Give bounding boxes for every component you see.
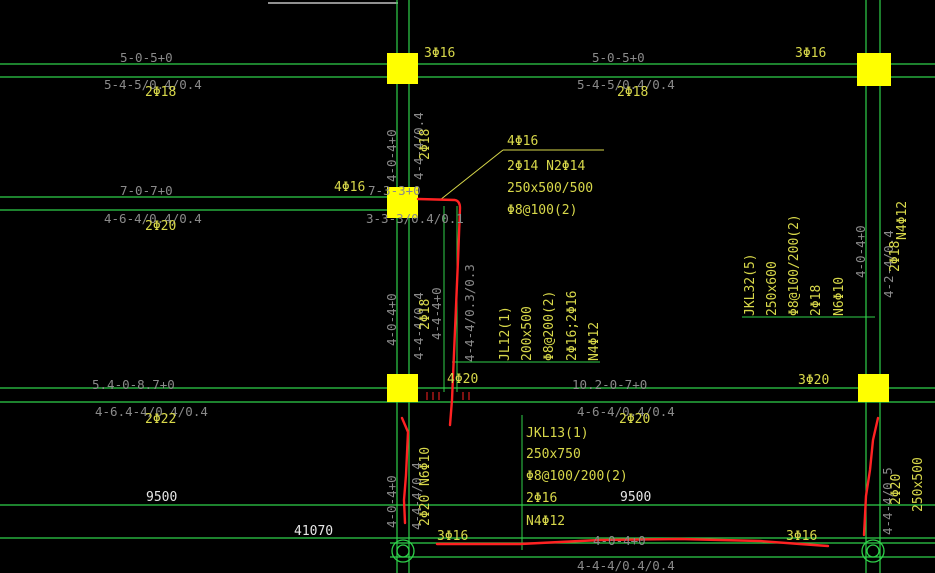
jkl13-line-1: JKL13(1): [526, 426, 589, 441]
jkl13-line-2: 250x750: [526, 447, 581, 462]
beam-mid-left-a: 7-0-7+0: [120, 183, 173, 198]
beam-mid-center-a: 7-3-3+0: [368, 183, 421, 198]
column-low-left[interactable]: [387, 374, 418, 402]
bottom-beam-a: 4-0-4+0: [593, 533, 646, 548]
markup-stroke-4[interactable]: [862, 416, 880, 537]
beam-top-right-a: 5-0-5+0: [592, 50, 645, 65]
beam-mid-left-b: 4-6-4/0.4/0.4: [104, 211, 202, 226]
vert-bottom-right-rebar: 2Φ20: [889, 474, 904, 505]
col-low-right-label: 3Φ20: [798, 373, 829, 388]
beam-low-right-b: 4-6-4/0.4/0.4: [577, 404, 675, 419]
beam-mid-center-b: 3-3-3/0.4/0.1: [366, 211, 464, 226]
vertical-labels: 4-0-4+0 4-4-4/0.4 2Φ18 4-0-4+0 4-4-4/0.4…: [384, 112, 926, 535]
jl12-line-4: 2Φ16;2Φ16: [565, 291, 580, 361]
pile-right-outer: [861, 539, 885, 563]
bottom-beam-b: 4-4-4/0.4/0.4: [577, 558, 675, 573]
beam-top-right-b: 5-4-5/0.4/0.4: [577, 77, 675, 92]
column-top-left[interactable]: [387, 53, 418, 84]
dim-total: 41070: [294, 524, 333, 539]
column-low-right[interactable]: [858, 374, 889, 402]
markup-stroke-3[interactable]: [435, 537, 830, 548]
jkl13-line-3: Φ8@100/200(2): [526, 469, 628, 484]
columns: [387, 53, 891, 402]
vert-lower-a: 4-0-4+0: [384, 293, 399, 346]
vert-upper-b: 4-4-4/0.4: [411, 112, 426, 180]
vert-bottom-left-rebar: 2Φ20: [418, 495, 433, 526]
dim-left: 9500: [146, 490, 177, 505]
jl12-line-3: Φ8@200(2): [542, 291, 557, 361]
vert-upper-a: 4-0-4+0: [384, 129, 399, 182]
red-markup[interactable]: [400, 197, 880, 548]
col-top-left-label: 3Φ16: [424, 46, 455, 61]
vert-upper-rebar: 2Φ18: [418, 129, 433, 160]
beam-mid-col-label: 4Φ16: [334, 180, 365, 195]
jl12-line-5: N4Φ12: [587, 322, 602, 361]
vert-lower-d: 4-4-4/0.3/0.3: [462, 264, 477, 362]
callout-leader: [439, 149, 504, 201]
col-top-right-label: 3Φ16: [795, 46, 826, 61]
beam-low-col-label: 4Φ20: [447, 372, 478, 387]
markup-stroke-1[interactable]: [416, 197, 462, 427]
dim-right: 9500: [620, 490, 651, 505]
jkl13-line-5: N4Φ12: [526, 514, 565, 529]
beam-low-right-a: 10.2-0-7+0: [572, 377, 647, 392]
vert-lower-c: 4-4-4+0: [429, 287, 444, 340]
pile-left-inner: [396, 544, 410, 558]
beam-low-left-a: 5.4-0-8.7+0: [92, 377, 175, 392]
vert-right-rebar: 2Φ18: [888, 241, 903, 272]
beam-mid-left-rebar: 2Φ20: [145, 219, 176, 234]
horizontal-beam-lines: [0, 63, 935, 558]
jkl32-line-2: 250x600: [765, 261, 780, 316]
pile-right-inner: [866, 544, 880, 558]
beam-low-right-rebar: 2Φ20: [619, 412, 650, 427]
jl12-line-2: 200x500: [520, 306, 535, 361]
callout-line-3: 250x500/500: [507, 181, 593, 196]
jl12-line-1: JL12(1): [498, 306, 513, 361]
beam-low-left-rebar: 2Φ22: [145, 412, 176, 427]
jkl32-line-3: Φ8@100/200(2): [787, 214, 802, 316]
beam-top-left-a: 5-0-5+0: [120, 50, 173, 65]
vert-right-extra: N4Φ12: [895, 201, 910, 240]
bottom-left-rebar: 3Φ16: [437, 529, 468, 544]
column-mid-left[interactable]: [387, 187, 418, 218]
vert-bottom-left-extra: N6Φ10: [418, 447, 433, 486]
column-top-right[interactable]: [857, 53, 891, 86]
markup-stroke-2[interactable]: [400, 416, 410, 525]
pile-left-outer: [391, 539, 415, 563]
beam-top-left-rebar: 2Φ18: [145, 85, 176, 100]
vert-bottom-right-size: 250x500: [911, 457, 926, 512]
vert-bottom-left-a: 4-0-4+0: [384, 475, 399, 528]
jkl13-line-4: 2Φ16: [526, 491, 557, 506]
callout-line-4: Φ8@100(2): [507, 203, 577, 218]
callout-line-1: 4Φ16: [507, 134, 538, 149]
vert-bottom-right-a: 4-4-4/0.5: [880, 467, 895, 535]
vert-bottom-left-b: 4-4-4/0.4: [409, 462, 424, 530]
horizontal-labels: 3Φ16 3Φ16 5-0-5+0 5-4-5/0.4/0.4 2Φ18 5-0…: [92, 46, 829, 573]
jkl32-line-5: N6Φ10: [832, 277, 847, 316]
vert-right-a: 4-0-4+0: [853, 225, 868, 278]
jkl32-line-4: 2Φ18: [809, 285, 824, 316]
beam-top-left-b: 5-4-5/0.4/0.4: [104, 77, 202, 92]
jkl32-line-1: JKL32(5): [743, 253, 758, 316]
beam-top-right-rebar: 2Φ18: [617, 85, 648, 100]
callout-line-2: 2Φ14 N2Φ14: [507, 159, 585, 174]
vert-lower-b: 4-4-4/0.4: [411, 292, 426, 360]
pile-symbols: [391, 539, 885, 563]
beam-low-left-b: 4-6.4-4/0.4/0.4: [95, 404, 208, 419]
vert-right-b: 4-2-4/0.4: [881, 230, 896, 298]
hatch-marks: [426, 392, 470, 400]
vert-lower-rebar: 2Φ18: [418, 299, 433, 330]
bottom-right-rebar: 3Φ16: [786, 529, 817, 544]
